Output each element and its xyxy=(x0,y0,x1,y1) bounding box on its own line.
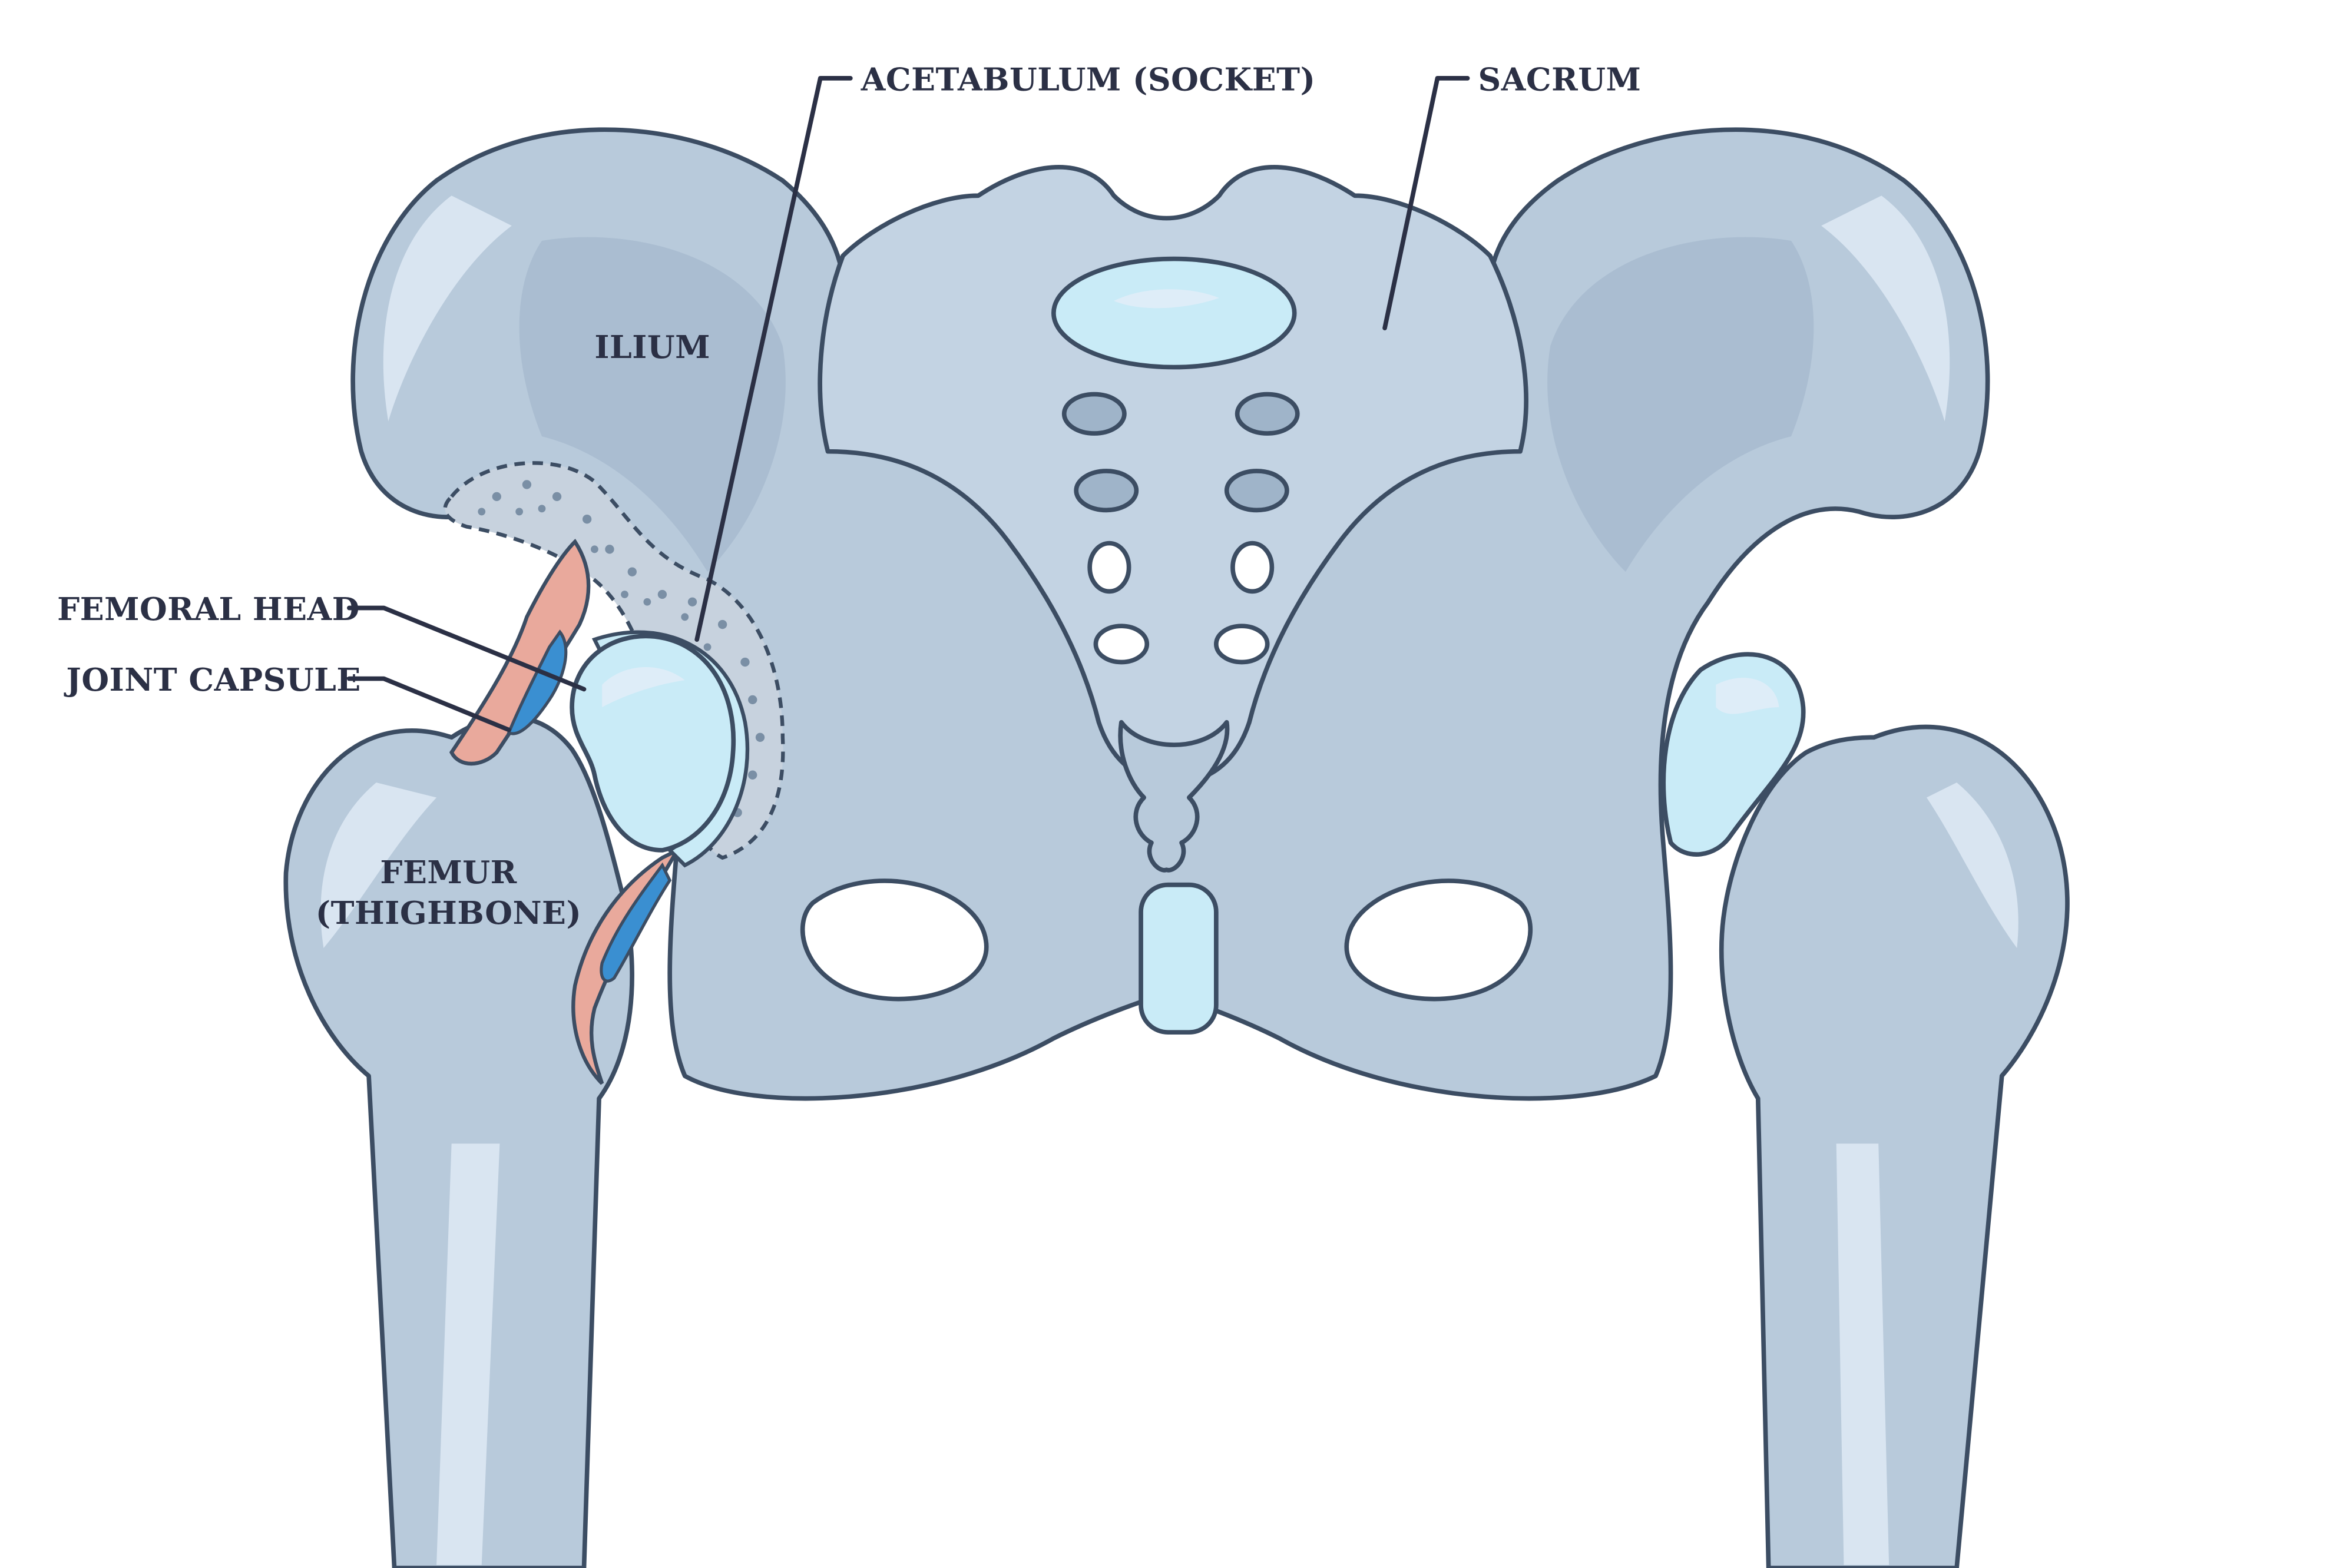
sacral-foramen xyxy=(1224,469,1289,513)
labels: ACETABULUM (SOCKET) SACRUM ILIUM FEMORAL… xyxy=(57,61,1641,931)
synovial-fluid-upper xyxy=(507,629,568,735)
sacrum-leader xyxy=(1382,76,1470,330)
sacral-foramen xyxy=(1235,392,1300,436)
pubic-symphysis xyxy=(1139,882,1219,1035)
sacral-foramen xyxy=(1213,624,1270,665)
sacrum xyxy=(818,165,1528,873)
joint-capsule-leader xyxy=(347,676,511,732)
right-hip-joint xyxy=(1661,652,1806,857)
sacral-foramen xyxy=(1093,624,1150,665)
label-acetabulum: ACETABULUM (SOCKET) xyxy=(861,61,1316,98)
label-ilium: ILIUM xyxy=(594,329,710,366)
coccyx xyxy=(1118,720,1230,873)
femoral-head-leader xyxy=(347,605,587,692)
sacral-foramen xyxy=(1230,541,1275,594)
sacral-foramen xyxy=(1074,469,1139,513)
right-obturator-foramen xyxy=(1344,879,1533,1002)
joint-capsule-upper xyxy=(449,538,591,766)
right-femur xyxy=(1719,724,2070,1568)
acetabulum-leader xyxy=(694,76,853,642)
label-thighbone: (THIGHBONE) xyxy=(316,894,582,931)
sacral-disc xyxy=(1051,256,1297,370)
sacral-foramen xyxy=(1087,541,1131,594)
sacral-foramen xyxy=(1061,392,1127,436)
synovial-fluid-lower xyxy=(600,862,672,983)
label-sacrum: SACRUM xyxy=(1478,61,1641,98)
label-femur: FEMUR xyxy=(380,854,517,891)
label-femoral-head: FEMORAL HEAD xyxy=(57,591,360,628)
left-obturator-foramen xyxy=(800,879,989,1002)
leader-lines xyxy=(347,76,1470,732)
label-joint-capsule: JOINT CAPSULE xyxy=(64,661,360,698)
left-hip-cutaway xyxy=(443,461,785,1085)
left-femur xyxy=(283,715,634,1568)
